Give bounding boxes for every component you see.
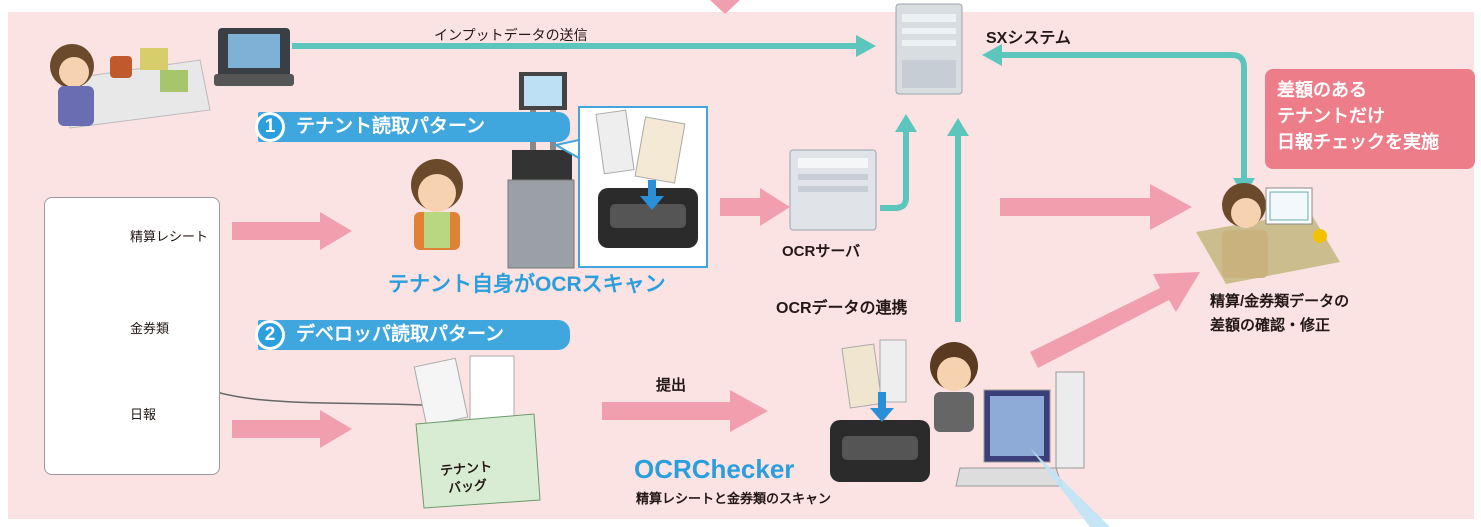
arrow-sx-to-operator — [1000, 52, 1247, 180]
sx-system-label: SXシステム — [986, 30, 1071, 47]
diff-tenant-callout: 差額のある テナントだけ 日報チェックを実施 — [1265, 69, 1475, 169]
arrow-scanner-to-ocrserver — [720, 188, 790, 226]
top-arrow-tip — [710, 0, 740, 14]
pink-arrows — [232, 184, 1200, 448]
pattern2-number-badge: 2 — [255, 320, 285, 350]
voucher-label: 金券類 — [130, 321, 170, 336]
callout-line1: 差額のある — [1277, 80, 1367, 100]
pattern2-label: デベロッパ読取パターン — [296, 324, 505, 345]
ocrchecker-subtitle: 精算レシートと金券類のスキャン — [636, 491, 832, 506]
tenant-bag-illustration — [413, 355, 541, 509]
ocr-server-label: OCRサーバ — [782, 243, 861, 260]
diff-check-line1: 精算/金券類データの — [1210, 293, 1350, 310]
right-operator-illustration — [1196, 183, 1340, 284]
teal-arrows — [292, 43, 1247, 322]
pattern2-tab: デベロッパ読取パターン — [258, 320, 570, 350]
kiosk-scanner-illustration — [507, 72, 575, 269]
ocrchecker-scanner-illustration — [830, 339, 930, 482]
callout-line3: 日報チェックを実施 — [1277, 132, 1439, 152]
arrow-checker-to-operator — [1030, 272, 1200, 368]
submit-label: 提出 — [656, 377, 687, 394]
document-panel — [44, 197, 220, 475]
diff-check-line2: 差額の確認・修正 — [1210, 317, 1331, 334]
callout-line2: テナントだけ — [1277, 106, 1385, 126]
ocr-server-illustration — [789, 149, 877, 231]
arrow-to-operator — [1000, 184, 1192, 230]
arrow-doc-to-bag — [232, 410, 352, 448]
input-send-label: インプットデータの送信 — [434, 27, 588, 43]
scanner-zoom-illustration — [595, 109, 698, 248]
daily-report-label: 日報 — [130, 407, 157, 422]
arrow-submit — [602, 390, 768, 432]
ocrchecker-title: OCRChecker — [634, 454, 795, 484]
sx-server-illustration — [895, 3, 963, 95]
arrow-doc-to-pattern1 — [232, 212, 352, 250]
ocrchecker-operator-illustration — [930, 342, 1110, 527]
pattern1-tab: テナント読取パターン — [258, 112, 570, 142]
receipt-label: 精算レシート — [130, 229, 209, 244]
shop-clerk-illustration — [50, 44, 211, 129]
tenant-scan-caption: テナント自身がOCRスキャン — [388, 273, 666, 296]
pattern1-number-badge: 1 — [255, 112, 285, 142]
arrow-ocrserver-up — [880, 128, 909, 211]
tenant-bag-label-line2: バッグ — [447, 477, 488, 496]
teal-arrowheads — [856, 35, 1255, 196]
pattern1-label: テナント読取パターン — [296, 116, 486, 137]
pos-terminal-illustration — [214, 28, 294, 86]
tenant-staff-illustration — [411, 159, 463, 250]
ocr-data-link-label: OCRデータの連携 — [776, 300, 908, 317]
